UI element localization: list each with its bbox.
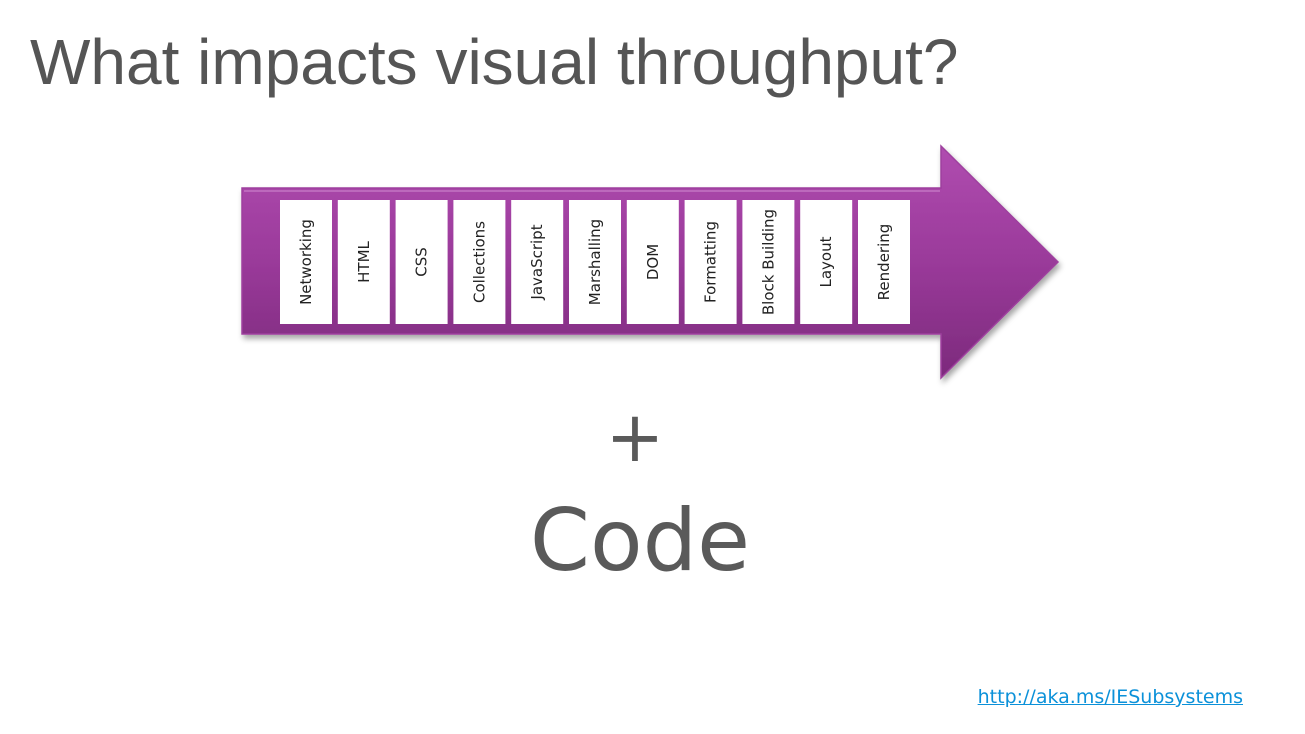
stage-box [569, 200, 621, 324]
pipeline-stage: JavaScript [511, 200, 564, 324]
stage-box [511, 200, 564, 324]
pipeline-stage: Marshalling [569, 200, 621, 324]
pipeline-stage: Layout [800, 200, 853, 324]
stage-box [337, 200, 390, 324]
stage-label: Formatting [702, 221, 720, 303]
pipeline-stage: Formatting [684, 200, 737, 324]
pipeline-stage: DOM [626, 200, 679, 324]
stage-label: Networking [297, 219, 315, 305]
stage-label: DOM [644, 244, 662, 280]
pipeline-stage: Networking [280, 200, 332, 324]
stage-box [684, 200, 737, 324]
ie-subsystems-link[interactable]: http://aka.ms/IESubsystems [977, 686, 1243, 708]
pipeline-stage: CSS [395, 200, 448, 324]
stage-label: JavaScript [528, 224, 546, 300]
pipeline-stage: Collections [453, 200, 506, 324]
stage-label: Layout [817, 236, 835, 287]
stage-label: Block Building [759, 209, 777, 315]
stage-box [626, 200, 679, 324]
stage-box [858, 200, 910, 324]
pipeline-stage: Block Building [742, 200, 795, 324]
stage-box [395, 200, 448, 324]
stage-label: Rendering [875, 224, 893, 301]
stage-label: CSS [413, 247, 431, 277]
slide-title: What impacts visual throughput? [30, 26, 959, 98]
stage-label: Marshalling [586, 219, 604, 305]
pipeline-stage: HTML [337, 200, 390, 324]
stage-box [280, 200, 332, 324]
stage-box [800, 200, 853, 324]
plus-sign: + [605, 396, 665, 478]
pipeline-stages: Networking HTML CSS Collections JavaScript Ma… [280, 200, 910, 324]
stage-label: HTML [355, 240, 373, 282]
stage-label: Collections [470, 221, 488, 303]
code-heading: Code [529, 491, 751, 591]
pipeline-stage: Rendering [858, 200, 910, 324]
stage-box [453, 200, 506, 324]
stage-box [742, 200, 795, 324]
